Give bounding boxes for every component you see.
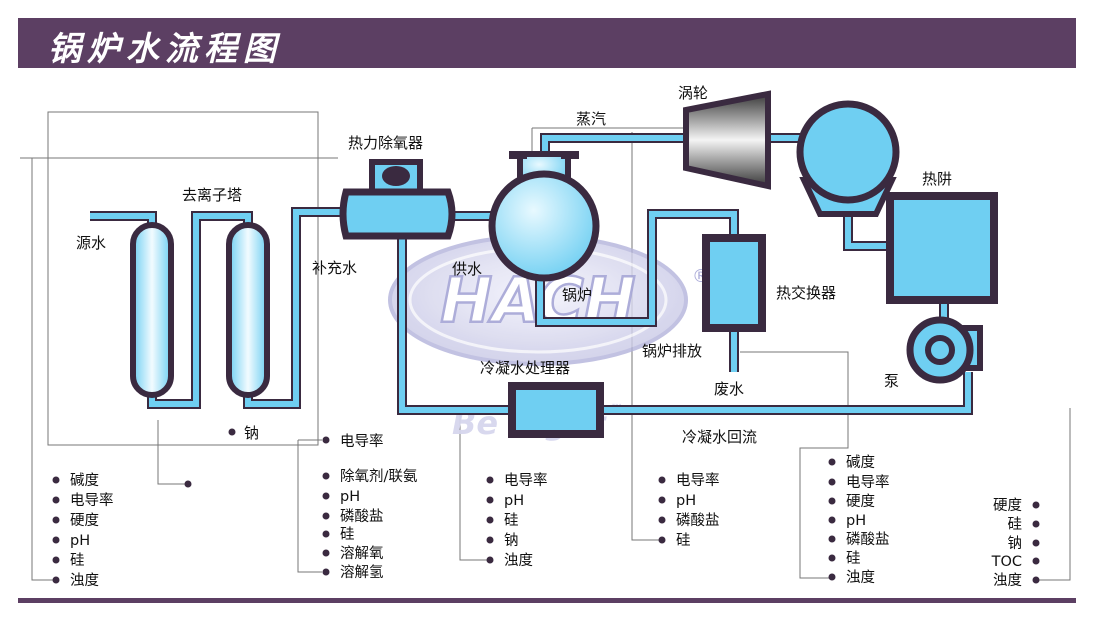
svg-text:TOC: TOC <box>991 554 1022 570</box>
svg-text:钠: 钠 <box>1008 535 1023 552</box>
svg-text:硬度: 硬度 <box>993 497 1022 514</box>
svg-text:硅: 硅 <box>846 550 861 567</box>
label-steam: 蒸汽 <box>576 110 606 128</box>
bottom-rule <box>18 598 1076 603</box>
sample-points: 钠 电导率 <box>184 424 384 488</box>
page-title: 锅炉水流程图 <box>48 29 282 68</box>
component-labels: 源水 去离子塔 热力除氧器 补充水 供水 锅炉 蒸汽 涡轮 热阱 热交换器 锅炉… <box>76 84 952 446</box>
label-blowdown: 锅炉排放 <box>642 342 702 360</box>
svg-text:磷酸盐: 磷酸盐 <box>340 508 384 525</box>
svg-text:硬度: 硬度 <box>70 512 99 529</box>
svg-text:溶解氢: 溶解氢 <box>340 564 384 581</box>
svg-text:硅: 硅 <box>504 512 519 529</box>
deaerator-tank <box>339 159 456 240</box>
svg-text:浊度: 浊度 <box>504 552 533 569</box>
label-sodium: 钠 <box>244 424 259 442</box>
svg-text:硬度: 硬度 <box>846 493 875 510</box>
svg-text:浊度: 浊度 <box>70 572 99 589</box>
params-source: 碱度 电导率 硬度 pH 硅 浊度 <box>52 472 114 589</box>
svg-text:硅: 硅 <box>676 532 691 549</box>
signal-lines <box>20 111 1071 581</box>
deionizer-columns <box>130 222 270 398</box>
svg-text:pH: pH <box>70 533 90 549</box>
params-hotwell: 碱度 电导率 硬度 pH 磷酸盐 硅 浊度 <box>828 454 890 586</box>
label-deaerator: 热力除氧器 <box>348 134 423 152</box>
condensate-treatment-unit <box>508 382 604 438</box>
svg-text:碱度: 碱度 <box>846 454 875 471</box>
svg-text:pH: pH <box>504 493 524 509</box>
params-treatment: 电导率 pH 硅 钠 浊度 <box>486 472 548 569</box>
label-condensate-return: 冷凝水回流 <box>682 428 757 446</box>
svg-text:除氧剂/联氨: 除氧剂/联氨 <box>340 468 418 485</box>
svg-text:浊度: 浊度 <box>846 569 875 586</box>
svg-text:硅: 硅 <box>340 526 355 543</box>
params-boiler: 电导率 pH 磷酸盐 硅 <box>658 472 720 549</box>
label-hotwell: 热阱 <box>922 170 952 188</box>
label-heat-exchanger: 热交换器 <box>776 284 836 302</box>
label-waste-water: 废水 <box>714 380 744 398</box>
pump <box>906 316 983 384</box>
svg-text:溶解氧: 溶解氧 <box>340 545 384 562</box>
label-source-water: 源水 <box>76 234 106 252</box>
title-banner: 锅炉水流程图 <box>18 18 1076 68</box>
svg-text:电导率: 电导率 <box>70 492 114 509</box>
condenser <box>796 100 900 217</box>
svg-text:pH: pH <box>846 513 866 529</box>
svg-text:硅: 硅 <box>1008 516 1023 533</box>
svg-text:磷酸盐: 磷酸盐 <box>846 531 890 548</box>
label-makeup-water: 补充水 <box>312 259 357 277</box>
label-deionizer: 去离子塔 <box>182 186 242 204</box>
svg-text:电导率: 电导率 <box>676 472 720 489</box>
svg-text:电导率: 电导率 <box>846 474 890 491</box>
svg-text:pH: pH <box>676 493 696 509</box>
label-condensate-treatment: 冷凝水处理器 <box>480 359 570 377</box>
hotwell <box>886 192 998 304</box>
heat-exchanger <box>702 234 766 332</box>
svg-text:pH: pH <box>340 489 360 505</box>
svg-text:电导率: 电导率 <box>504 472 548 489</box>
boiler-drum <box>488 151 600 282</box>
label-boiler: 锅炉 <box>562 286 592 304</box>
label-turbine: 涡轮 <box>678 84 708 102</box>
svg-text:磷酸盐: 磷酸盐 <box>676 512 720 529</box>
svg-text:碱度: 碱度 <box>70 472 99 489</box>
svg-text:钠: 钠 <box>504 532 519 549</box>
params-steam: 硬度 硅 钠 TOC 浊度 <box>991 497 1040 589</box>
turbine <box>683 90 771 190</box>
svg-text:硅: 硅 <box>70 552 85 569</box>
svg-text:浊度: 浊度 <box>993 572 1022 589</box>
label-conductivity: 电导率 <box>340 433 384 450</box>
params-deaerator: 除氧剂/联氨 pH 磷酸盐 硅 溶解氧 溶解氢 <box>322 468 418 581</box>
label-feed-water: 供水 <box>452 260 482 278</box>
label-pump: 泵 <box>884 372 899 390</box>
